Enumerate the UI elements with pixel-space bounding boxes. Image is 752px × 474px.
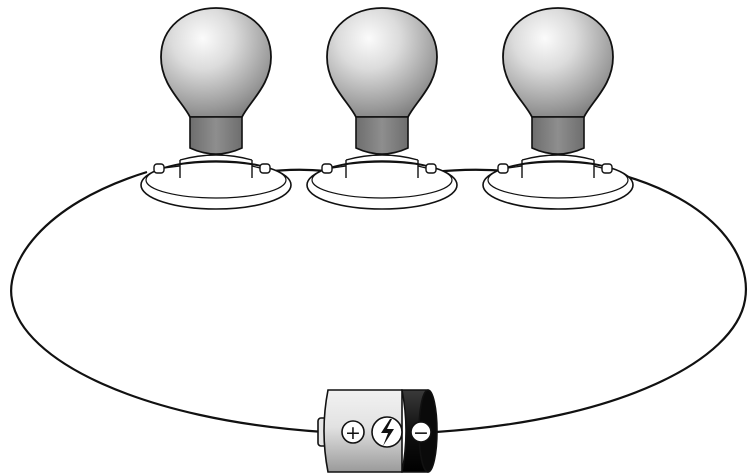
negative-terminal-symbol: − [410,421,432,444]
lamp-socket-icon [482,154,634,210]
light-bulb-1 [140,7,292,210]
light-bulb-icon [160,7,272,155]
lightning-bolt-icon [371,416,403,448]
light-bulb-icon [326,7,438,155]
lamp-socket-icon [306,154,458,210]
positive-terminal-symbol: + [341,420,365,444]
wire-right [435,170,747,434]
light-bulb-3 [482,7,634,210]
light-bulb-icon [502,7,614,155]
wire-left [10,170,325,434]
battery-icon: + − [317,389,438,473]
light-bulb-2 [306,7,458,210]
negative-symbol-label: − [413,422,429,444]
positive-symbol-label: + [345,422,361,444]
lamp-socket-icon [140,154,292,210]
